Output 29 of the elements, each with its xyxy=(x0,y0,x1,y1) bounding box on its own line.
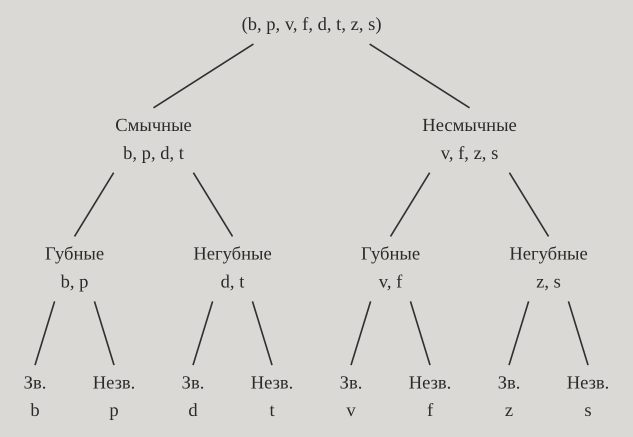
category-label: Губные b, p xyxy=(44,244,104,292)
category-label: Незв. s xyxy=(566,373,610,421)
tree-branch-line xyxy=(508,301,530,366)
category-label: Незв. p xyxy=(92,373,136,421)
category-label: Смычные b, p, d, t xyxy=(115,116,192,164)
tree-branch-line xyxy=(568,301,589,366)
category-label: Губные v, f xyxy=(360,244,420,292)
tree-branch-line xyxy=(410,301,431,366)
tree-branch-line xyxy=(252,301,273,366)
tree-branch-line xyxy=(369,43,470,108)
category-label: Зв. d xyxy=(182,373,204,421)
tree-branch-line xyxy=(350,301,372,366)
tree-branch-line xyxy=(390,172,430,237)
category-label: Негубные z, s xyxy=(509,244,588,292)
category-label: Зв. v xyxy=(340,373,362,421)
tree-branch-line xyxy=(192,172,234,237)
tree-branch-line xyxy=(192,301,214,366)
category-label: Незв. f xyxy=(408,373,452,421)
category-label: (b, p, v, f, d, t, z, s) xyxy=(242,15,382,35)
tree-branch-line xyxy=(153,43,254,108)
tree-branch-line xyxy=(94,301,115,366)
category-label: Несмычные v, f, z, s xyxy=(422,116,517,164)
tree-branch-line xyxy=(508,172,550,237)
category-label: Зв. z xyxy=(498,373,520,421)
tree-branch-line xyxy=(74,172,114,237)
category-label: Незв. t xyxy=(250,373,294,421)
category-label: Негубные d, t xyxy=(193,244,272,292)
tree-branch-line xyxy=(34,301,56,366)
category-label: Зв. b xyxy=(24,373,46,421)
